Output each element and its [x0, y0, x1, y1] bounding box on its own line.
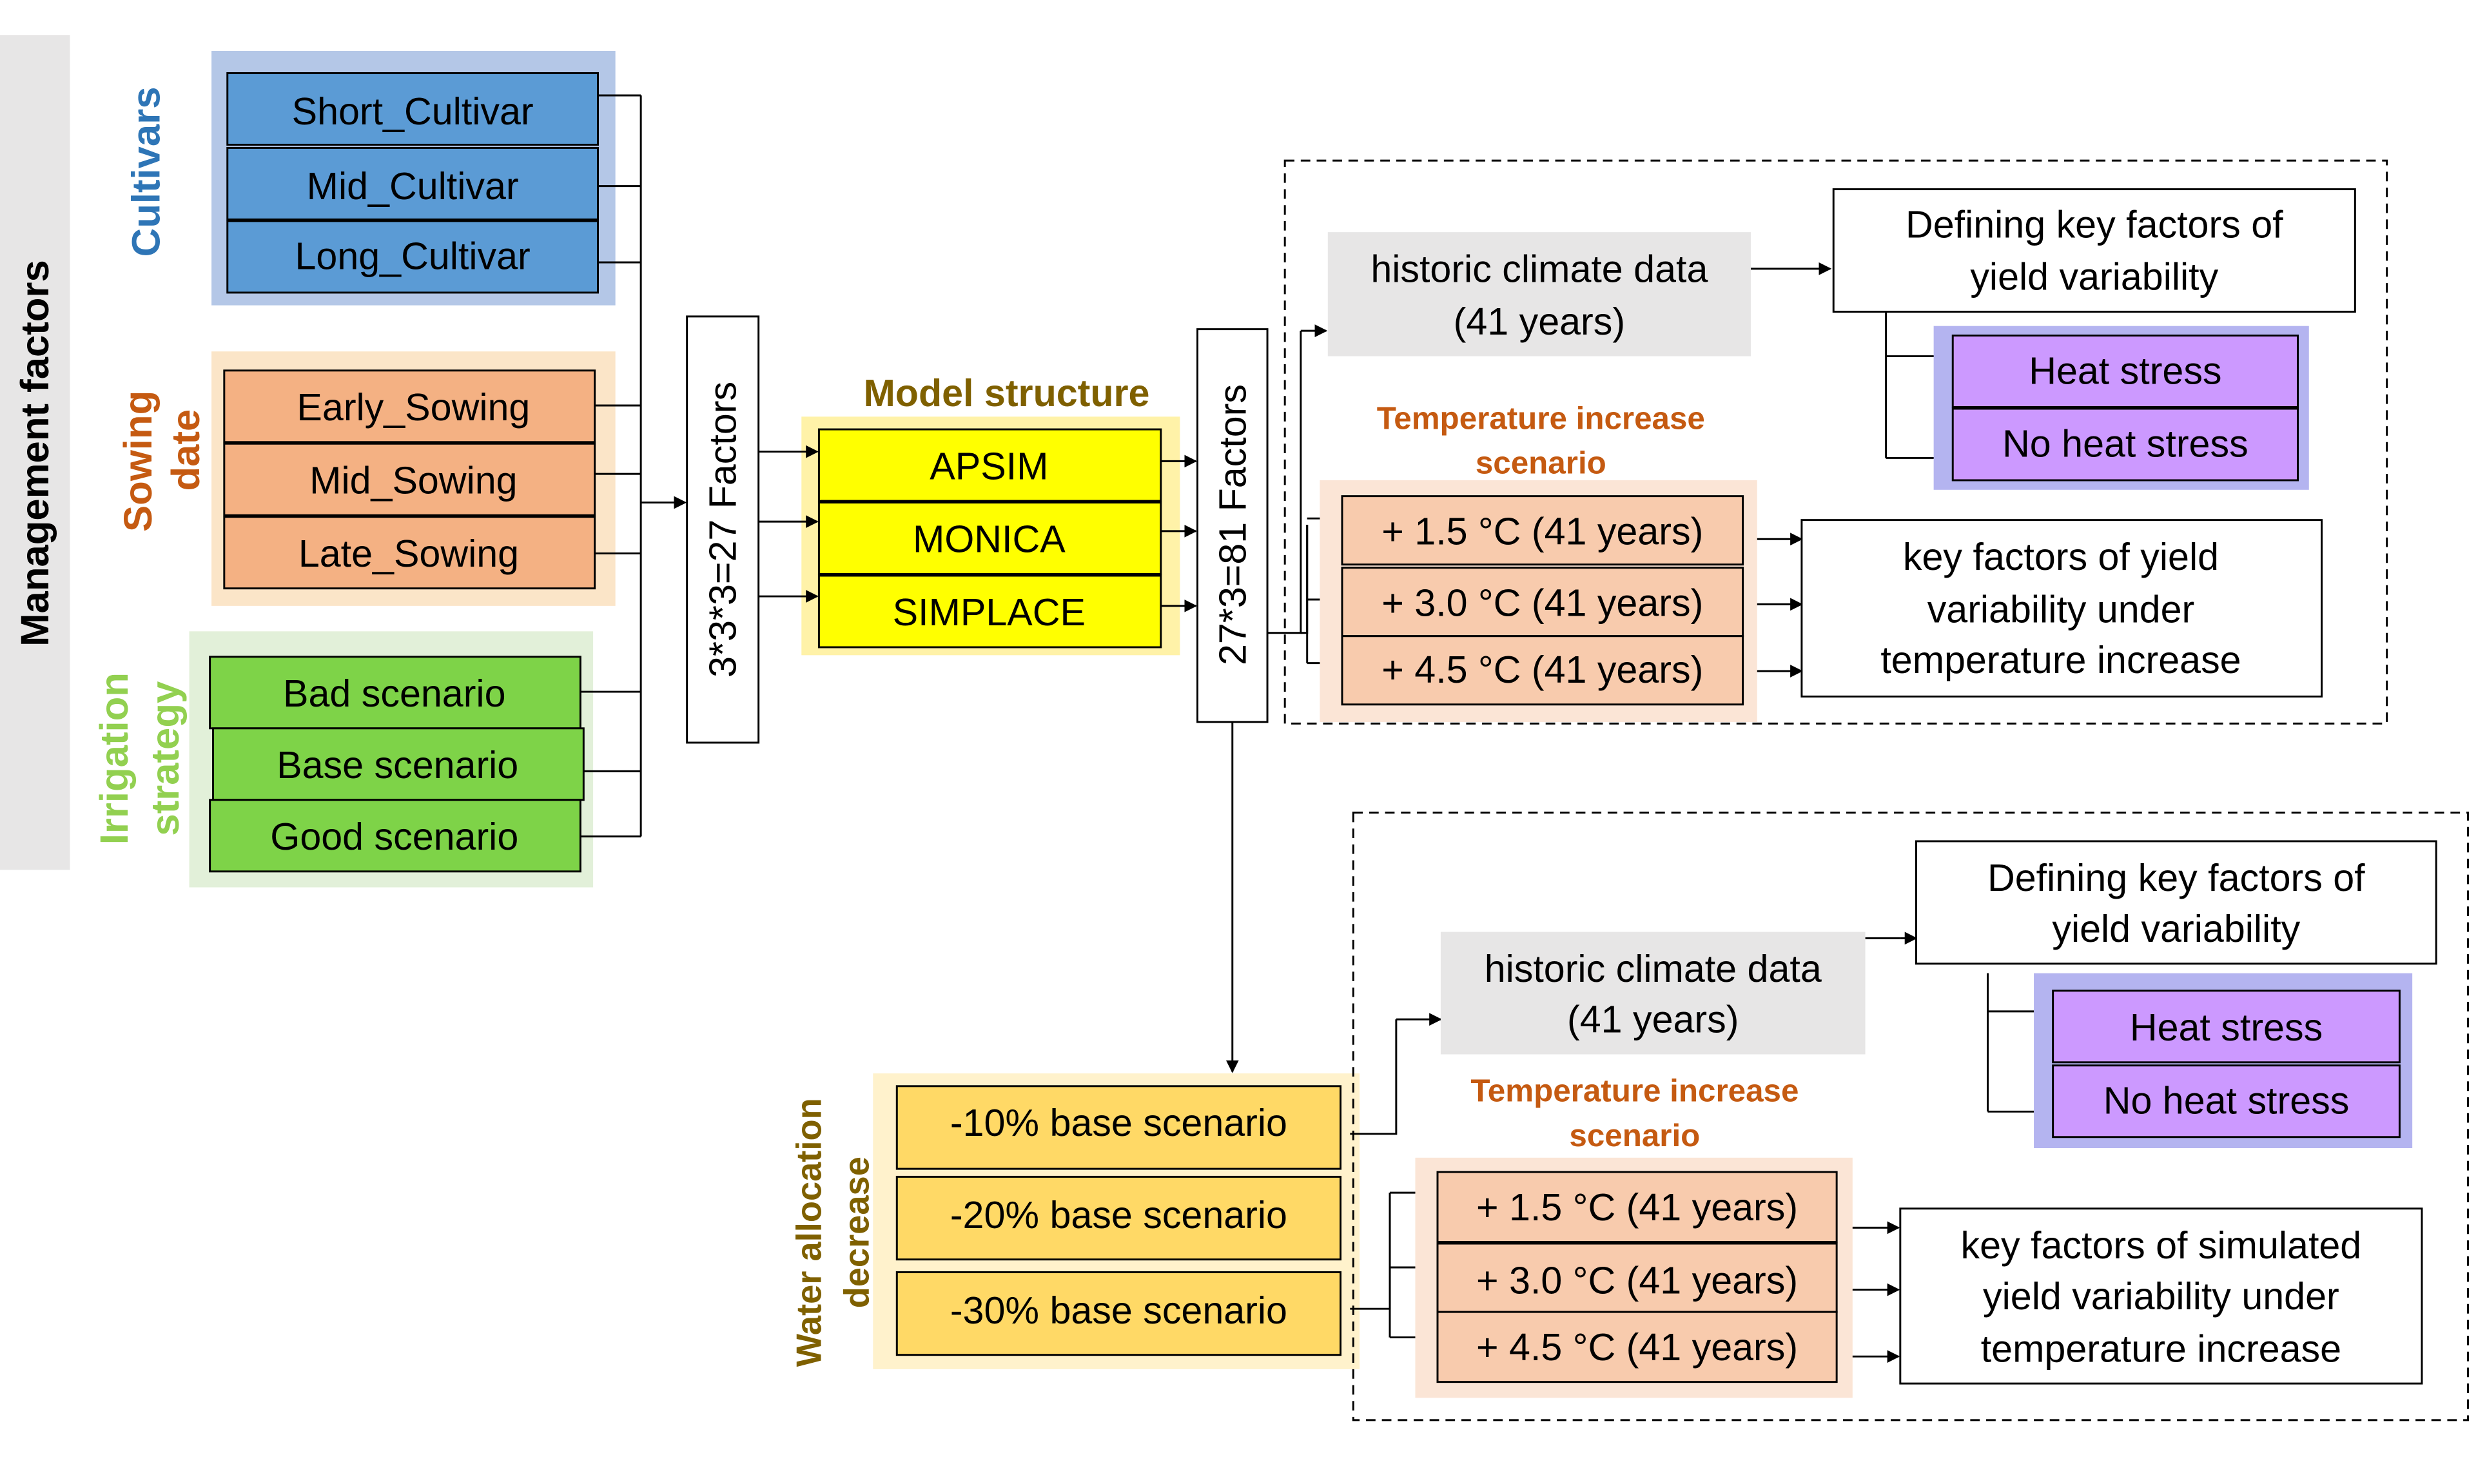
water-box-10: -10% base scenario	[895, 1085, 1341, 1170]
cultivar-label-long: Long_Cultivar	[295, 235, 531, 278]
lower-defining-box: Defining key factors of yield variabilit…	[1915, 840, 2437, 965]
lower-heat-box: Heat stress	[2052, 990, 2401, 1064]
upper-historic-box: historic climate data (41 years)	[1327, 232, 1751, 356]
sowing-label-late: Late_Sowing	[298, 532, 519, 575]
water-label-line2: decrease	[838, 1157, 877, 1308]
water-label-30: -30% base scenario	[950, 1289, 1287, 1332]
management-factors-label: Management factors	[13, 260, 57, 647]
model-arrows	[758, 445, 1198, 612]
irrigation-box-base: Base scenario	[212, 727, 585, 801]
lower-noheat-box: No heat stress	[2052, 1064, 2401, 1138]
upper-key-line2: variability under	[1927, 587, 2195, 630]
upper-temp-label-3: + 4.5 °C (41 years)	[1381, 648, 1703, 691]
upper-noheat-label: No heat stress	[2002, 422, 2248, 465]
irrigation-box-good: Good scenario	[209, 799, 581, 873]
management-connectors	[580, 94, 687, 838]
water-label-20: -20% base scenario	[950, 1193, 1287, 1236]
upper-temp-box-1: + 1.5 °C (41 years)	[1341, 495, 1744, 566]
model-box-simplace: SIMPLACE	[817, 574, 1162, 649]
management-factors-strip	[0, 35, 70, 870]
upper-temp-label-line2: scenario	[1476, 445, 1606, 480]
lower-panel	[1352, 812, 2469, 1421]
lower-noheat-label: No heat stress	[2103, 1079, 2350, 1122]
lower-key-box: key factors of simulated yield variabili…	[1899, 1207, 2423, 1385]
cultivar-label-mid: Mid_Cultivar	[307, 164, 519, 208]
lower-historic-line2: (41 years)	[1567, 998, 1739, 1041]
water-label-10: -10% base scenario	[950, 1101, 1287, 1144]
upper-temp-box-2: + 3.0 °C (41 years)	[1341, 567, 1744, 638]
cultivar-box-long: Long_Cultivar	[226, 220, 599, 294]
sowing-label-early: Early_Sowing	[297, 386, 530, 429]
model-box-apsim: APSIM	[817, 428, 1162, 502]
upper-key-line1: key factors of yield	[1903, 535, 2219, 578]
irrigation-box-bad: Bad scenario	[209, 656, 581, 730]
upper-noheat-box: No heat stress	[1951, 407, 2299, 482]
sowing-label-mid: Mid_Sowing	[309, 458, 517, 502]
upper-temp-label-2: + 3.0 °C (41 years)	[1381, 581, 1703, 624]
sowing-label-line2: date	[164, 409, 208, 491]
cultivar-label-short: Short_Cultivar	[292, 90, 534, 133]
factors-81-box: 27*3=81 Factors	[1196, 328, 1269, 723]
model-box-monica: MONICA	[817, 502, 1162, 575]
upper-panel	[1283, 159, 2388, 725]
sowing-box-mid: Mid_Sowing	[223, 442, 596, 516]
upper-key-box: key factors of yield variability under t…	[1800, 519, 2323, 698]
model-label-apsim: APSIM	[930, 444, 1048, 487]
lower-temp-box-1: + 1.5 °C (41 years)	[1436, 1171, 1838, 1244]
irrigation-label-line1: Irrigation	[92, 672, 137, 845]
sowing-box-late: Late_Sowing	[223, 516, 596, 590]
factors-27-label: 3*3*3=27 Factors	[701, 382, 745, 678]
lower-temp-box-2: + 3.0 °C (41 years)	[1436, 1242, 1838, 1313]
lower-defining-line1: Defining key factors of	[1987, 856, 2365, 899]
upper-temp-box-3: + 4.5 °C (41 years)	[1341, 635, 1744, 706]
cultivar-box-short: Short_Cultivar	[226, 72, 599, 146]
upper-heat-box: Heat stress	[1951, 335, 2299, 408]
cultivar-box-mid: Mid_Cultivar	[226, 146, 599, 220]
model-structure-label: Model structure	[863, 371, 1149, 415]
sowing-label-line1: Sowing	[116, 391, 161, 532]
upper-heat-label: Heat stress	[2029, 349, 2221, 392]
lower-heat-label: Heat stress	[2130, 1006, 2323, 1049]
lower-key-line3: temperature increase	[1981, 1327, 2341, 1370]
upper-defining-line1: Defining key factors of	[1906, 202, 2283, 246]
water-box-30: -30% base scenario	[895, 1271, 1341, 1356]
lower-temp-box-3: + 4.5 °C (41 years)	[1436, 1311, 1838, 1383]
model-label-simplace: SIMPLACE	[893, 591, 1086, 634]
lower-temp-label-3: + 4.5 °C (41 years)	[1476, 1325, 1798, 1369]
upper-temp-label-line1: Temperature increase	[1377, 400, 1705, 436]
upper-temp-label-1: + 1.5 °C (41 years)	[1381, 509, 1703, 552]
lower-temp-label-line2: scenario	[1569, 1118, 1700, 1153]
sowing-box-early: Early_Sowing	[223, 369, 596, 444]
upper-defining-box: Defining key factors of yield variabilit…	[1832, 188, 2356, 313]
lower-key-line1: key factors of simulated	[1961, 1224, 2362, 1267]
factors-81-label: 27*3=81 Factors	[1211, 384, 1254, 665]
irrigation-label-bad: Bad scenario	[283, 672, 505, 715]
lower-key-line2: yield variability under	[1983, 1274, 2339, 1318]
lower-historic-box: historic climate data (41 years)	[1440, 932, 1866, 1055]
lower-temp-label-1: + 1.5 °C (41 years)	[1476, 1186, 1798, 1229]
irrigation-label-line2: strategy	[143, 681, 188, 836]
lower-defining-line2: yield variability	[2052, 907, 2300, 950]
irrigation-label-base: Base scenario	[277, 743, 518, 786]
upper-key-line3: temperature increase	[1880, 638, 2241, 681]
water-label-line1: Water allocation	[790, 1098, 829, 1367]
lower-historic-line1: historic climate data	[1485, 947, 1822, 990]
upper-defining-line2: yield variability	[1970, 255, 2218, 298]
water-box-20: -20% base scenario	[895, 1175, 1341, 1261]
lower-temp-label-2: + 3.0 °C (41 years)	[1476, 1258, 1798, 1302]
upper-historic-line1: historic climate data	[1370, 247, 1708, 290]
irrigation-label-good: Good scenario	[270, 815, 518, 858]
upper-historic-line2: (41 years)	[1454, 300, 1625, 343]
factors-27-box: 3*3*3=27 Factors	[686, 315, 760, 744]
model-label-monica: MONICA	[913, 518, 1066, 561]
lower-temp-label-line1: Temperature increase	[1470, 1073, 1799, 1109]
cultivars-label: Cultivars	[124, 86, 168, 257]
